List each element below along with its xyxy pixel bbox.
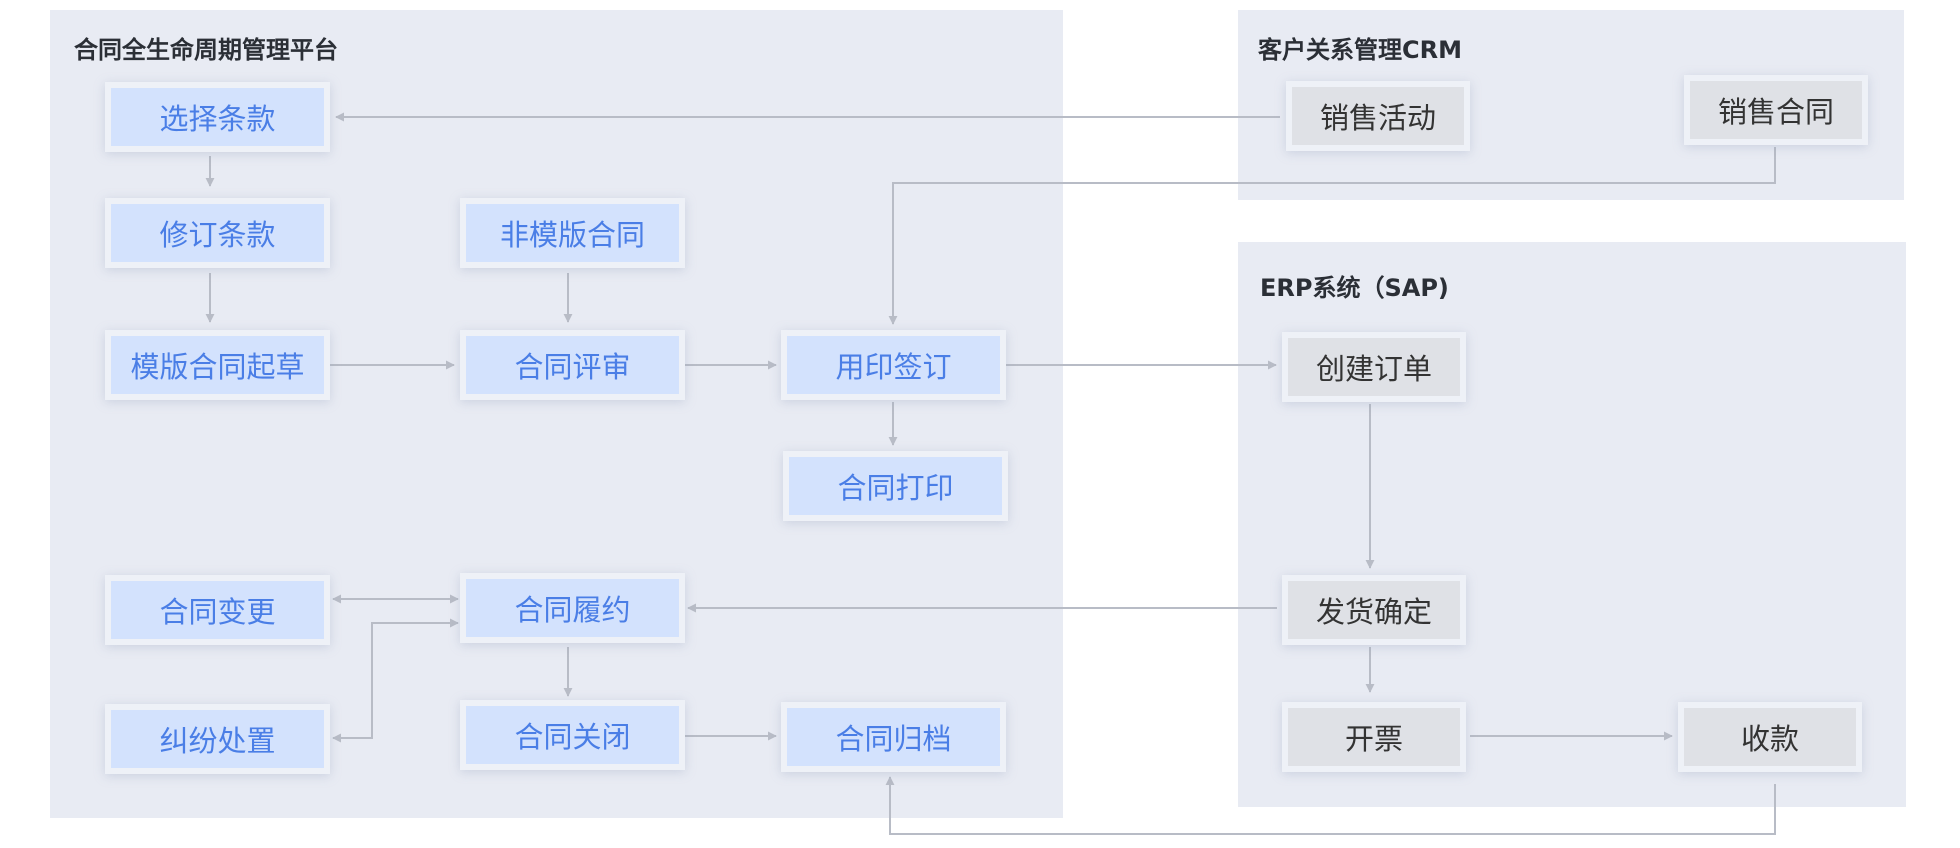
node-fulfill[interactable]: 合同履约 [460,573,685,643]
erp-title: ERP系统（SAP) [1260,274,1449,302]
node-create-order[interactable]: 创建订单 [1282,332,1466,402]
link-dispute-to-fulfill [332,618,459,743]
node-invoice[interactable]: 开票 [1282,702,1466,772]
node-revise-terms[interactable]: 修订条款 [105,198,330,268]
node-change[interactable]: 合同变更 [105,575,330,645]
node-payment[interactable]: 收款 [1678,702,1862,772]
node-dispute[interactable]: 纠纷处置 [105,704,330,774]
node-seal-sign[interactable]: 用印签订 [781,330,1006,400]
link-sales-contract-to-seal [888,147,1776,325]
node-select-terms[interactable]: 选择条款 [105,82,330,152]
link-payment-to-archive [885,776,1776,835]
clm-platform-title: 合同全生命周期管理平台 [74,36,338,64]
node-sales-contract[interactable]: 销售合同 [1684,75,1868,145]
node-template-draft[interactable]: 模版合同起草 [105,330,330,400]
node-archive[interactable]: 合同归档 [781,702,1006,772]
node-delivery-confirm[interactable]: 发货确定 [1282,575,1466,645]
node-review[interactable]: 合同评审 [460,330,685,400]
node-non-template[interactable]: 非模版合同 [460,198,685,268]
node-close[interactable]: 合同关闭 [460,700,685,770]
node-sales-activity[interactable]: 销售活动 [1286,81,1470,151]
crm-title: 客户关系管理CRM [1258,36,1462,64]
node-print[interactable]: 合同打印 [783,451,1008,521]
